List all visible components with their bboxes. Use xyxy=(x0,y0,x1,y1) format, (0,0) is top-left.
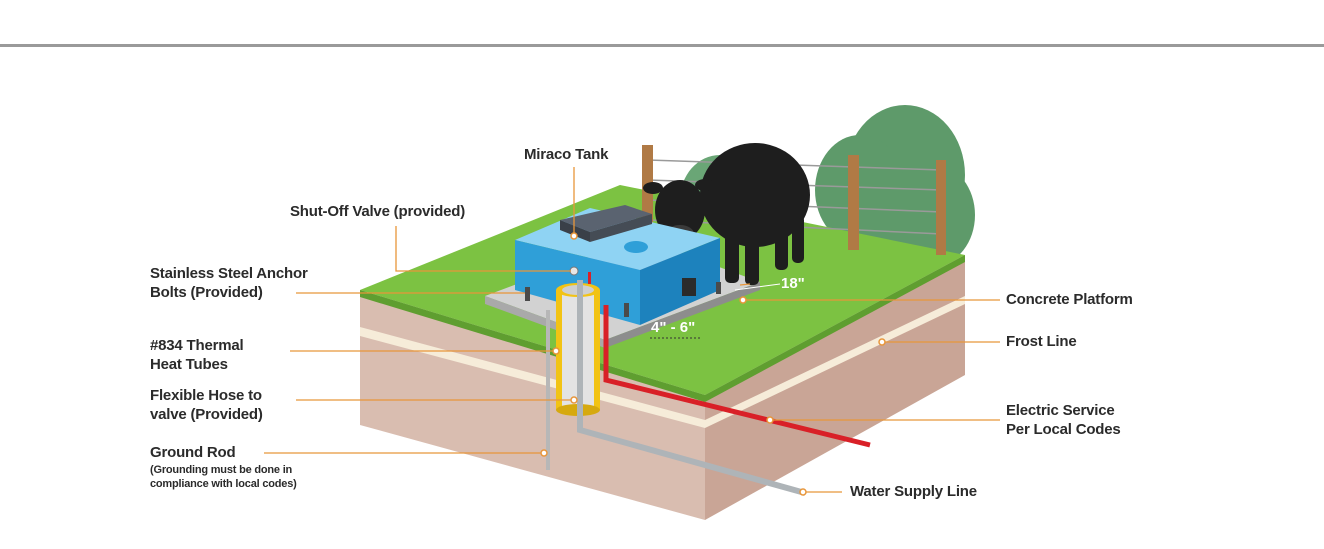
leader-dots xyxy=(540,232,886,496)
concrete-platform-side-r xyxy=(605,282,760,348)
dimension-clearance: 18" xyxy=(781,275,805,292)
label-anchor-bolts-line2: Bolts (Provided) xyxy=(150,284,263,301)
label-ground-note-line1: (Grounding must be done in xyxy=(150,464,293,476)
dimension-platform-thickness: 4" - 6" xyxy=(651,319,696,336)
water-supply-line xyxy=(577,280,806,496)
anchor-bolts xyxy=(525,282,721,317)
label-flex-hose-line1: Flexible Hose to xyxy=(150,387,262,404)
label-water-supply: Water Supply Line xyxy=(850,483,977,500)
label-ground-note-line2: compliance with local codes) xyxy=(150,478,297,490)
leader-lines xyxy=(264,167,1000,493)
label-concrete-platform: Concrete Platform xyxy=(1006,291,1133,308)
label-heat-tubes-line2: Heat Tubes xyxy=(150,356,228,373)
soil-right-face xyxy=(705,255,965,520)
electric-service-line xyxy=(603,305,871,448)
grass-edge-left xyxy=(360,290,705,402)
shut-off-valve xyxy=(569,266,579,276)
label-shut-off-valve: Shut-Off Valve (provided) xyxy=(290,203,466,220)
label-electric-service-line1: Electric Service xyxy=(1006,402,1115,419)
soil-left-face xyxy=(360,290,705,520)
valve-red-pin xyxy=(588,272,591,284)
frost-band-right xyxy=(705,296,965,428)
clearance-dim-line xyxy=(734,283,781,291)
label-flex-hose-line2: valve (Provided) xyxy=(150,406,263,423)
label-heat-tubes-line1: #834 Thermal xyxy=(150,337,244,354)
frost-band-left xyxy=(360,327,705,428)
cow xyxy=(643,143,810,285)
top-divider xyxy=(0,44,1324,47)
grass-edge-right xyxy=(705,255,965,402)
label-miraco-tank: Miraco Tank xyxy=(524,146,609,163)
label-frost-line: Frost Line xyxy=(1006,333,1077,350)
label-electric-service-line2: Per Local Codes xyxy=(1006,421,1121,438)
label-ground-rod: Ground Rod xyxy=(150,444,236,461)
label-anchor-bolts-line1: Stainless Steel Anchor xyxy=(150,265,308,282)
